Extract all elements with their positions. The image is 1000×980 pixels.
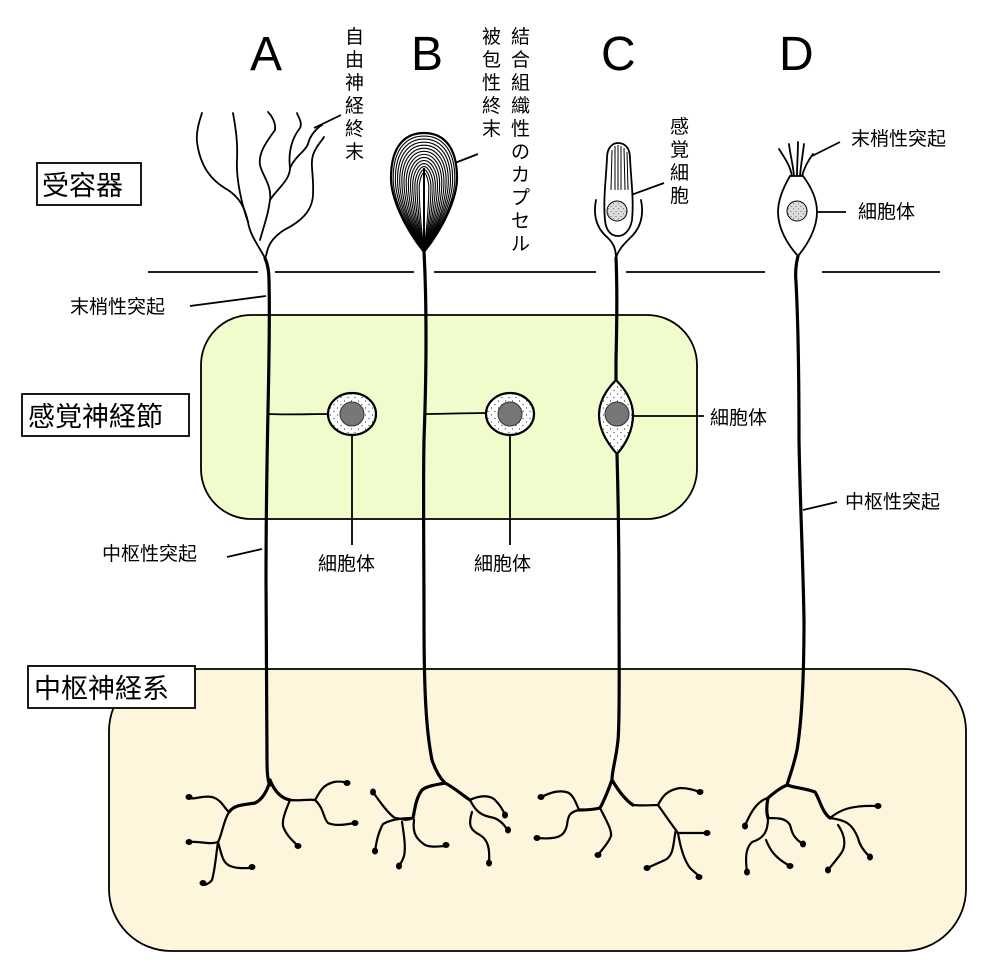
capsule-lamella <box>414 166 434 253</box>
svg-text:織: 織 <box>511 95 530 117</box>
svg-text:性: 性 <box>482 72 501 94</box>
cell-body-label-b: 細胞体 <box>474 553 531 575</box>
column-letter-a: A <box>250 28 282 81</box>
sensory-cell-c <box>594 142 643 259</box>
connective-tissue-capsule-label: 結 合 組 織 性 の カ プ セ ル <box>511 26 530 255</box>
svg-text:ル: ル <box>511 233 530 255</box>
svg-text:受容器: 受容器 <box>42 171 123 202</box>
terminal-arbor-c <box>533 778 711 880</box>
svg-text:組: 組 <box>511 72 530 94</box>
neuron-a <box>185 111 378 887</box>
neuron-b <box>370 131 536 870</box>
neuron-d <box>742 141 882 876</box>
peripheral-process-leader <box>189 295 267 307</box>
svg-text:カ: カ <box>511 164 530 186</box>
svg-text:包: 包 <box>482 49 501 71</box>
free-nerve-ending-label: 自 由 神 経 終 末 <box>345 26 364 163</box>
terminal-arbor-b <box>370 781 511 870</box>
receptor-label-box: 受容器 <box>36 162 142 206</box>
svg-text:胞: 胞 <box>670 185 689 207</box>
sensory-cell-d <box>777 141 818 258</box>
capsule-lamella <box>409 159 439 254</box>
cns-label-box: 中枢神経系 <box>27 665 196 709</box>
d-peripheral-process-label: 末梢性突起 <box>851 128 946 150</box>
svg-text:セ: セ <box>511 210 530 232</box>
svg-text:感: 感 <box>670 116 689 138</box>
cell-body-b <box>484 391 536 437</box>
central-process-leader-right <box>802 501 838 511</box>
d-peripheral-leader <box>811 141 841 157</box>
svg-text:末: 末 <box>345 141 364 163</box>
encapsulated-ending-label: 被 包 性 終 末 <box>482 26 501 140</box>
capsule-lamella <box>405 153 443 254</box>
lamellated-capsule <box>389 131 459 255</box>
column-letter-b: B <box>411 28 443 81</box>
sensory-cell-leader <box>630 182 665 196</box>
d-cell-body-label: 細胞体 <box>858 201 915 223</box>
column-letter-d: D <box>779 28 814 81</box>
neuron-c <box>533 142 711 880</box>
svg-text:中枢神経系: 中枢神経系 <box>34 674 169 705</box>
cell-body-label-a: 細胞体 <box>318 553 375 575</box>
svg-text:神: 神 <box>345 72 364 94</box>
free-nerve-ending-leader <box>313 114 342 129</box>
svg-text:終: 終 <box>482 95 501 117</box>
svg-text:結: 結 <box>511 26 530 48</box>
terminal-arbor-d <box>742 783 882 876</box>
capsule-lamella <box>399 144 449 254</box>
cell-body-c <box>597 378 635 456</box>
central-process-label-right: 中枢性突起 <box>845 491 940 513</box>
svg-text:合: 合 <box>511 49 530 71</box>
svg-text:経: 経 <box>345 95 364 117</box>
central-process-leader-left <box>226 548 263 558</box>
capsule-lamella <box>407 156 441 254</box>
central-process-label-left: 中枢性突起 <box>102 543 197 565</box>
terminal-arbor-a <box>185 778 359 887</box>
column-letter-c: C <box>601 28 636 81</box>
svg-text:の: の <box>511 141 530 163</box>
svg-text:末: 末 <box>482 118 501 140</box>
capsule-lamella <box>396 141 452 254</box>
svg-text:性: 性 <box>511 118 530 140</box>
svg-text:終: 終 <box>345 118 364 140</box>
svg-text:細: 細 <box>670 162 689 184</box>
cns-region <box>108 668 967 952</box>
capsule-lamella <box>394 138 454 253</box>
cell-body-label-c: 細胞体 <box>710 407 767 429</box>
capsule-lamella <box>392 135 456 253</box>
capsule-lamella <box>412 162 436 255</box>
capsule-lamella <box>401 147 447 254</box>
svg-text:自: 自 <box>345 26 364 48</box>
sensory-ganglion-label-box: 感覚神経節 <box>21 393 190 437</box>
svg-text:プ: プ <box>511 187 530 209</box>
capsule-lamella <box>403 150 445 254</box>
svg-text:被: 被 <box>482 26 501 48</box>
sensory-cell-label: 感 覚 細 胞 <box>670 116 689 207</box>
svg-text:感覚神経節: 感覚神経節 <box>28 402 163 433</box>
svg-text:由: 由 <box>345 49 364 71</box>
peripheral-process-label: 末梢性突起 <box>70 296 165 318</box>
sensory-ganglion-region <box>200 314 698 520</box>
cell-body-a <box>326 391 378 437</box>
free-nerve-endings <box>195 111 325 282</box>
svg-text:覚: 覚 <box>670 139 689 161</box>
